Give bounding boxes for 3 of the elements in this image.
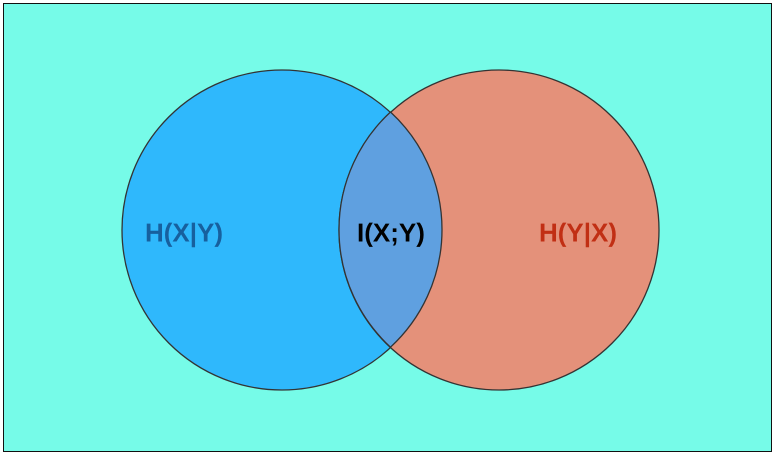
region-label: I(X;Y) — [357, 217, 425, 248]
region-label: H(X|Y) — [144, 218, 224, 248]
region-label: H(Y|X) — [538, 218, 618, 248]
